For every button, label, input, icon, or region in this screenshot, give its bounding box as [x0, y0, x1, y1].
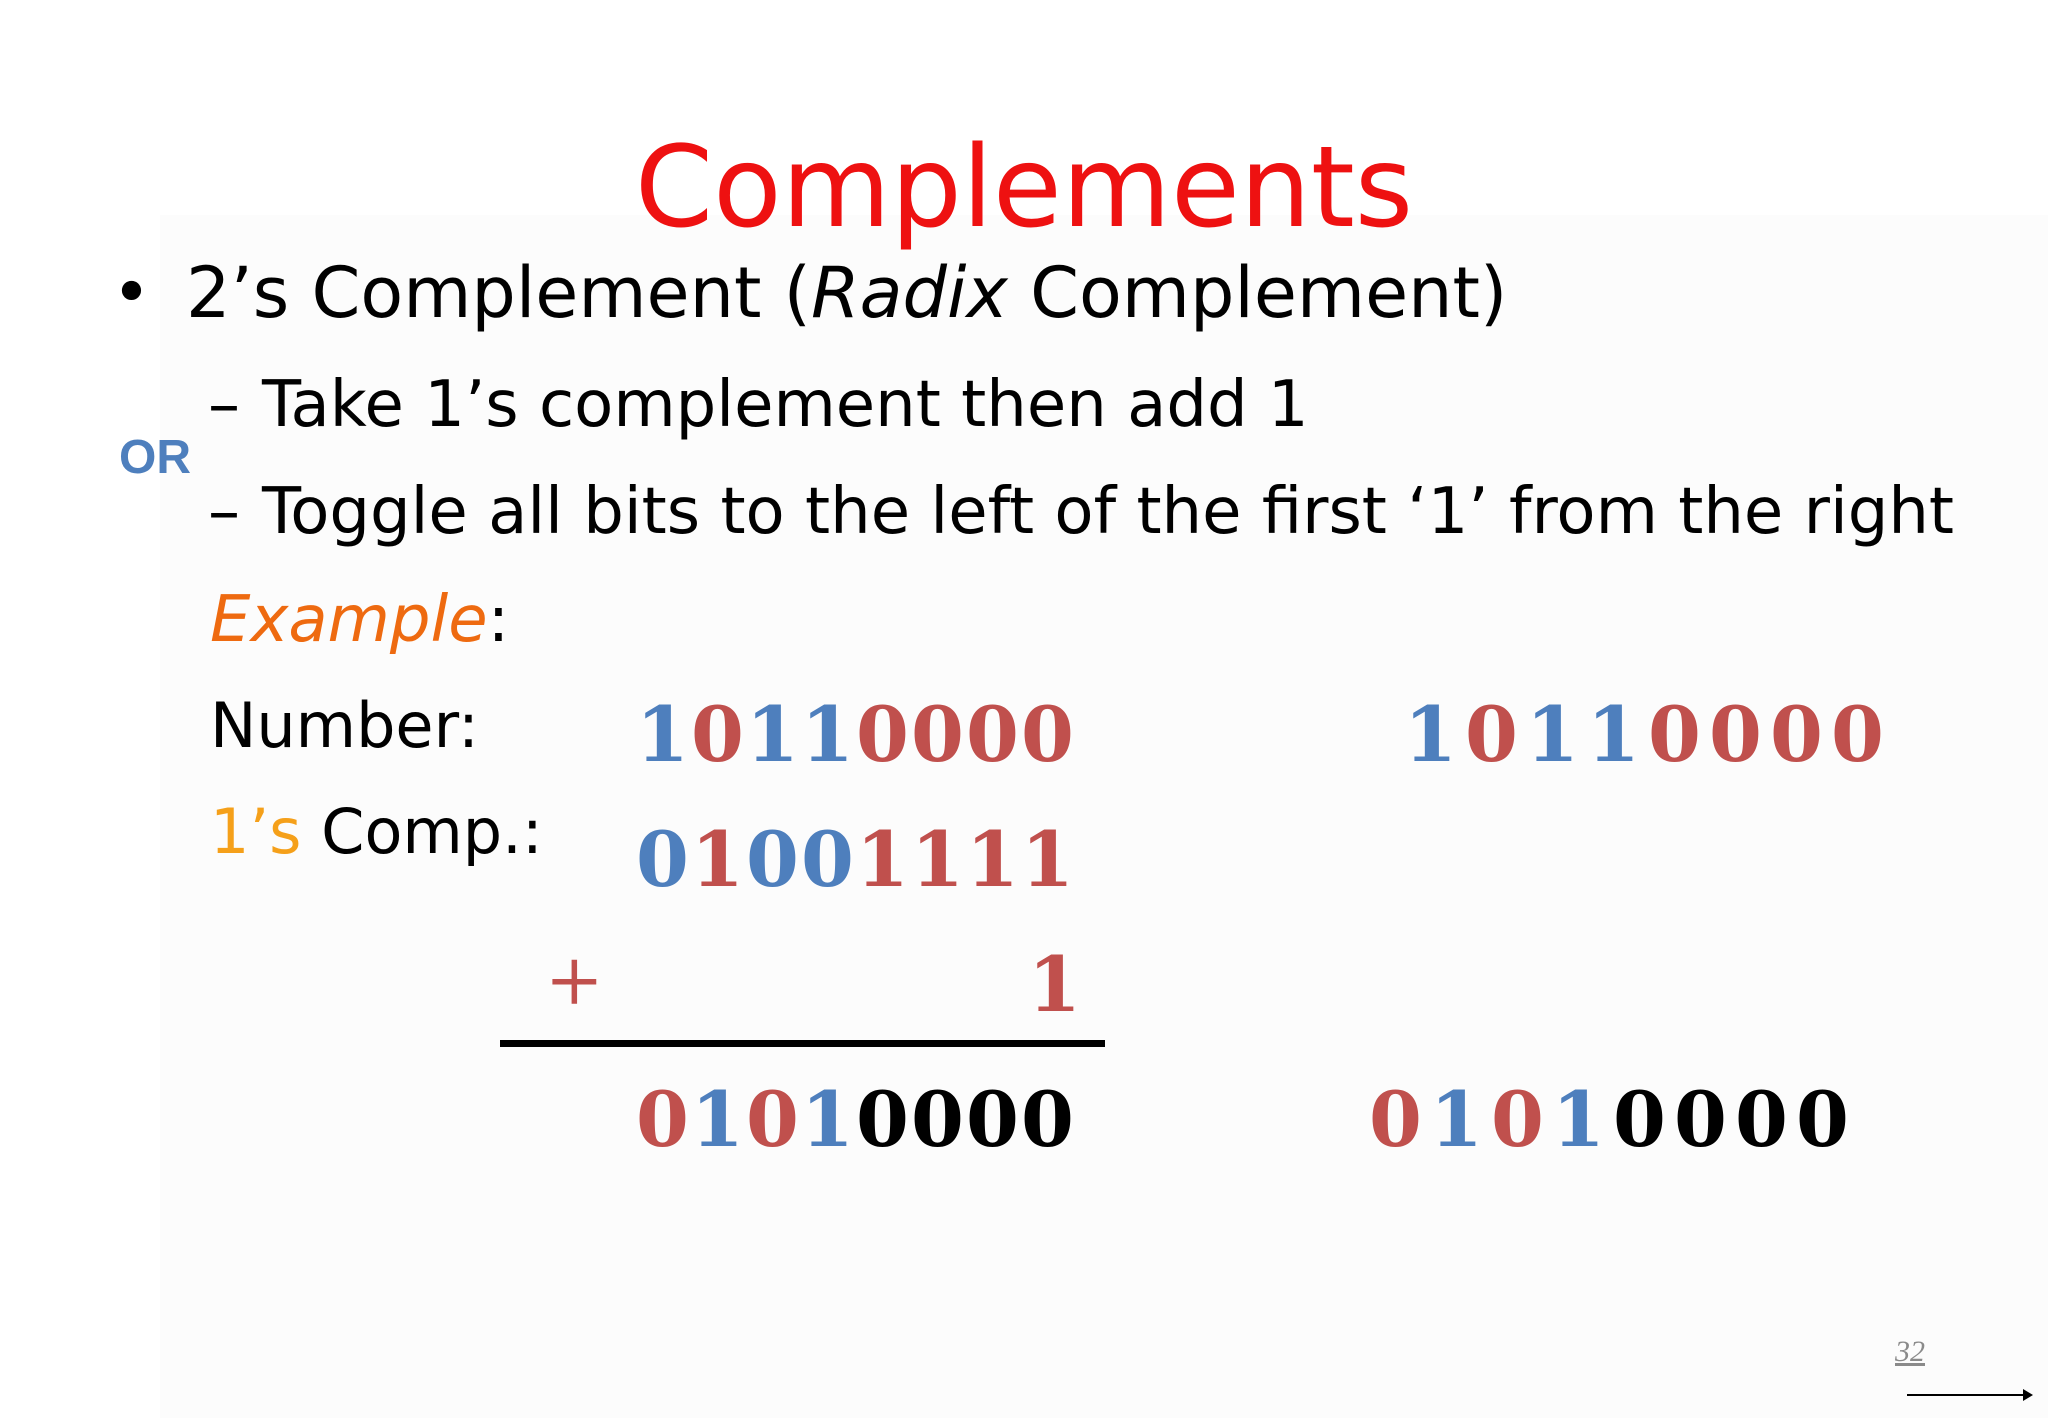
bit: 0	[1796, 1075, 1849, 1164]
bit: 0	[746, 815, 799, 904]
sub-item-1: –Take 1’s complement then add 1	[208, 360, 1309, 450]
bit: 0	[1735, 1075, 1788, 1164]
bit: 0	[636, 1075, 689, 1164]
bit: 1	[801, 690, 854, 779]
bullet-text: 2’s Complement (Radix Complement)	[186, 238, 1507, 348]
sub-item-2-text: Toggle all bits to the left of the first…	[262, 475, 1954, 549]
dash-1: –	[208, 368, 240, 442]
bit: 0	[1465, 690, 1518, 779]
bit: 0	[856, 690, 909, 779]
bit: 1	[691, 815, 744, 904]
ones-comp-label: 1’s Comp.:	[210, 792, 543, 872]
example-heading: Example:	[210, 575, 509, 665]
bit: 0	[636, 815, 689, 904]
bit: 0	[966, 1075, 1019, 1164]
bit: 1	[1430, 1075, 1483, 1164]
bit: 0	[911, 690, 964, 779]
page-number: 32	[1895, 1335, 1925, 1368]
bit: 0	[1021, 1075, 1074, 1164]
bit: 0	[801, 815, 854, 904]
plus-sign: +	[545, 939, 604, 1021]
add-one-bit: 1	[1027, 940, 1082, 1030]
bit: 1	[966, 815, 1019, 904]
sub-item-1-text: Take 1’s complement then add 1	[262, 368, 1309, 442]
bit: 0	[1770, 690, 1823, 779]
bit: 1	[856, 815, 909, 904]
ones-comp-prefix: 1’s	[210, 795, 302, 868]
bit: 0	[1491, 1075, 1544, 1164]
ones-comp-rest: Comp.:	[301, 795, 543, 868]
bit: 0	[1021, 690, 1074, 779]
number-label: Number:	[210, 689, 479, 762]
bit: 0	[1831, 690, 1884, 779]
example-colon: :	[487, 583, 510, 657]
slide-background	[160, 215, 2048, 1418]
bit: 0	[746, 1075, 799, 1164]
bullet-text-italic: Radix	[810, 252, 1008, 334]
bit: 0	[1613, 1075, 1666, 1164]
bit: 0	[856, 1075, 909, 1164]
bit: 1	[1404, 690, 1457, 779]
slide-title: Complements	[634, 123, 1414, 253]
bit: 1	[911, 815, 964, 904]
bit: 1	[746, 690, 799, 779]
bit: 1	[691, 1075, 744, 1164]
bullet-text-before: 2’s Complement (	[186, 252, 811, 334]
bit: 1	[1028, 940, 1081, 1029]
bit: 0	[966, 690, 1019, 779]
next-arrow-icon[interactable]	[1905, 1380, 2035, 1410]
bit: 0	[1709, 690, 1762, 779]
bit: 1	[1526, 690, 1579, 779]
bit: 1	[801, 1075, 854, 1164]
bullet-marker: •	[112, 254, 151, 331]
bit: 1	[1021, 815, 1074, 904]
bit: 1	[636, 690, 689, 779]
bit: 0	[911, 1075, 964, 1164]
dash-2: –	[208, 475, 240, 549]
sub-item-2: –Toggle all bits to the left of the firs…	[208, 467, 1954, 557]
bullet-text-after: Complement)	[1007, 252, 1508, 334]
example-word: Example	[210, 583, 488, 657]
sum-line	[500, 1040, 1105, 1047]
bit: 1	[1552, 1075, 1605, 1164]
bit: 0	[1674, 1075, 1727, 1164]
bit: 0	[1369, 1075, 1422, 1164]
bit: 0	[1648, 690, 1701, 779]
or-label: OR	[119, 431, 191, 484]
bit: 0	[691, 690, 744, 779]
bit: 1	[1587, 690, 1640, 779]
